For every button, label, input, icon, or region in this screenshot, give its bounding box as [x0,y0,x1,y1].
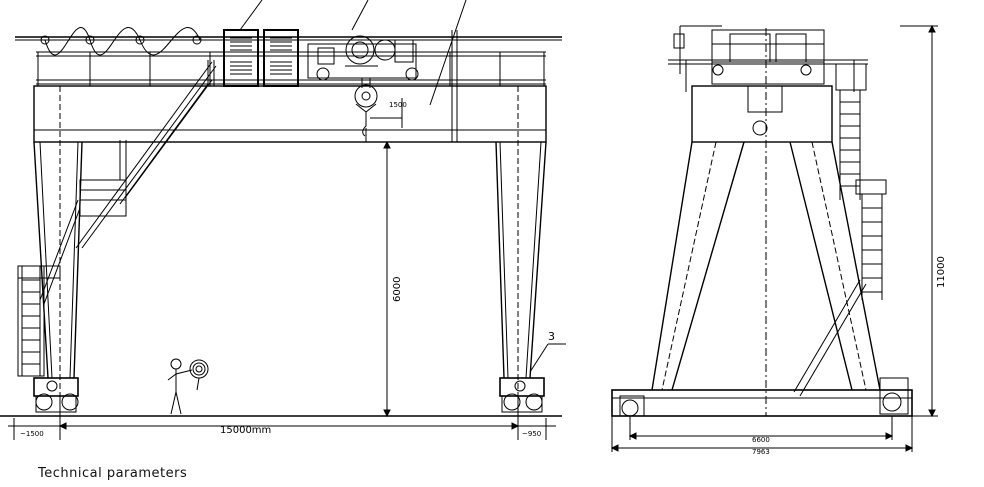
dim-total-height: 11000 [936,256,947,288]
left-bogie [33,377,79,413]
right-leg [495,86,547,392]
left-leg [33,86,83,392]
trolley [307,35,419,81]
side-sill-beam [611,377,913,417]
dim-right-overhang: ~950 [522,430,541,438]
front-view: 1500 [0,0,566,440]
technical-parameters-caption: Technical parameters [38,466,188,481]
side-girder [691,28,833,416]
side-top-assembly [668,25,868,92]
trolley-offset-dimension: 1500 [365,98,407,142]
right-bogie: 3 [499,330,566,413]
side-stairs [793,63,887,397]
dim-overall-width: 7963 [752,448,770,456]
dim-trolley-offset: 1500 [389,101,407,109]
access-stairs [17,60,217,377]
callout-3: 3 [548,330,555,343]
dim-left-overhang: ~1500 [20,430,44,438]
dim-span: 15000mm [220,425,271,436]
dim-clearance-height: 6000 [392,277,403,302]
operator-figure [167,358,209,415]
front-dimensions: ~1500 15000mm ~950 6000 [0,140,562,440]
top-rail [15,27,562,86]
electrical-cabinets [223,0,467,106]
dim-wheelbase: 6600 [752,436,770,444]
side-legs [651,141,881,391]
hook-block [354,78,378,142]
side-view: 6600 7963 11000 [610,24,947,456]
side-dimensions: 6600 7963 11000 [610,24,947,456]
